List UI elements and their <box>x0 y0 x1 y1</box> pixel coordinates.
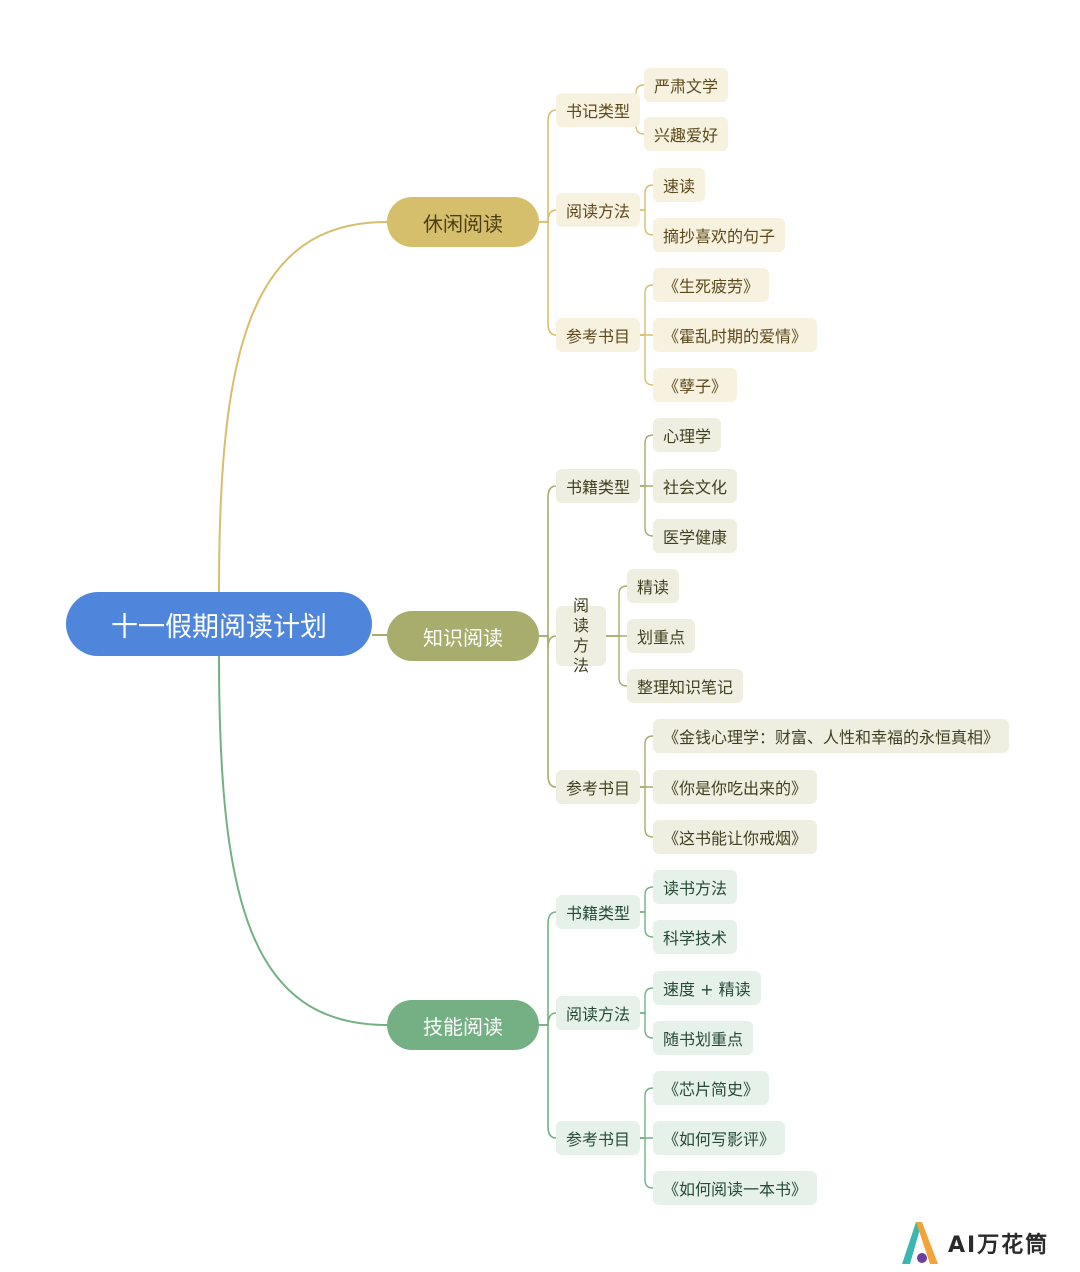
link-group-9-leaf-3 <box>628 1137 654 1189</box>
link-group-9-leaf-1 <box>628 1087 654 1139</box>
leaf-item[interactable]: 整理知识笔记 <box>627 669 744 703</box>
leaf-item[interactable]: 《芯片简史》 <box>653 1071 770 1105</box>
branch-skill-reading[interactable]: 技能阅读 <box>387 1000 539 1050</box>
kaleidoscope-logo-icon <box>902 1222 938 1264</box>
leaf-item[interactable]: 速读 <box>653 168 706 202</box>
leaf-item[interactable]: 《如何阅读一本书》 <box>653 1171 818 1205</box>
link-group-2-leaf-2 <box>628 209 654 236</box>
leaf-item[interactable]: 《霍乱时期的爱情》 <box>653 318 818 352</box>
leaf-item[interactable]: 摘抄喜欢的句子 <box>653 218 786 252</box>
link-group-7-leaf-1 <box>628 886 654 913</box>
branch-leisure-reading[interactable]: 休闲阅读 <box>387 197 539 247</box>
link-branch-1-group-3 <box>539 221 557 336</box>
leaf-item[interactable]: 《生死疲劳》 <box>653 268 770 302</box>
link-branch-3-group-1 <box>539 911 557 1026</box>
leaf-item[interactable]: 心理学 <box>653 418 722 452</box>
link-group-3-leaf-1 <box>628 284 654 336</box>
link-group-7-leaf-2 <box>628 911 654 938</box>
link-group-8-leaf-1 <box>628 987 654 1014</box>
leaf-item[interactable]: 精读 <box>627 569 680 603</box>
link-group-6-leaf-3 <box>628 786 654 838</box>
leaf-item[interactable]: 《你是你吃出来的》 <box>653 770 818 804</box>
link-group-4-leaf-3 <box>628 485 654 537</box>
leaf-item[interactable]: 兴趣爱好 <box>644 117 729 151</box>
root-node[interactable]: 十一假期阅读计划 <box>66 592 372 656</box>
leaf-item[interactable]: 科学技术 <box>653 920 738 954</box>
link-branch-2-group-1 <box>539 485 557 637</box>
leaf-item[interactable]: 《如何写影评》 <box>653 1121 786 1155</box>
group-knowledge-type[interactable]: 书籍类型 <box>556 469 641 503</box>
group-leisure-method[interactable]: 阅读方法 <box>556 193 641 227</box>
link-group-3-leaf-3 <box>628 334 654 386</box>
link-root-branch-3 <box>218 655 388 1026</box>
link-group-5-leaf-3 <box>606 635 628 687</box>
link-branch-2-group-3 <box>539 635 557 788</box>
link-group-5-leaf-1 <box>606 585 628 637</box>
link-group-2-leaf-1 <box>628 184 654 211</box>
group-knowledge-books[interactable]: 参考书目 <box>556 770 641 804</box>
group-skill-method[interactable]: 阅读方法 <box>556 996 641 1030</box>
link-group-8-leaf-2 <box>628 1012 654 1039</box>
link-group-6-leaf-1 <box>628 735 654 788</box>
watermark-logo: AI万花筒 <box>898 1218 1068 1268</box>
leaf-item[interactable]: 读书方法 <box>653 870 738 904</box>
branch-knowledge-reading[interactable]: 知识阅读 <box>387 611 539 661</box>
group-skill-books[interactable]: 参考书目 <box>556 1121 641 1155</box>
link-branch-1-group-1 <box>539 109 557 223</box>
leaf-item[interactable]: 医学健康 <box>653 519 738 553</box>
link-root-branch-1 <box>218 221 388 593</box>
group-leisure-type[interactable]: 书记类型 <box>556 93 641 127</box>
leaf-item[interactable]: 《孽子》 <box>653 368 738 402</box>
group-skill-type[interactable]: 书籍类型 <box>556 895 641 929</box>
link-branch-3-group-3 <box>539 1024 557 1139</box>
leaf-item[interactable]: 严肃文学 <box>644 68 729 102</box>
group-leisure-books[interactable]: 参考书目 <box>556 318 641 352</box>
leaf-item[interactable]: 随书划重点 <box>653 1021 754 1055</box>
group-knowledge-method[interactable]: 阅读方法 <box>556 596 606 675</box>
link-group-4-leaf-1 <box>628 434 654 487</box>
logo-text: AI万花筒 <box>948 1233 1050 1258</box>
leaf-item[interactable]: 《金钱心理学：财富、人性和幸福的永恒真相》 <box>653 719 1010 753</box>
leaf-item[interactable]: 《这书能让你戒烟》 <box>653 820 818 854</box>
leaf-item[interactable]: 社会文化 <box>653 469 738 503</box>
leaf-item[interactable]: 速度 + 精读 <box>653 971 761 1005</box>
leaf-item[interactable]: 划重点 <box>627 619 696 653</box>
